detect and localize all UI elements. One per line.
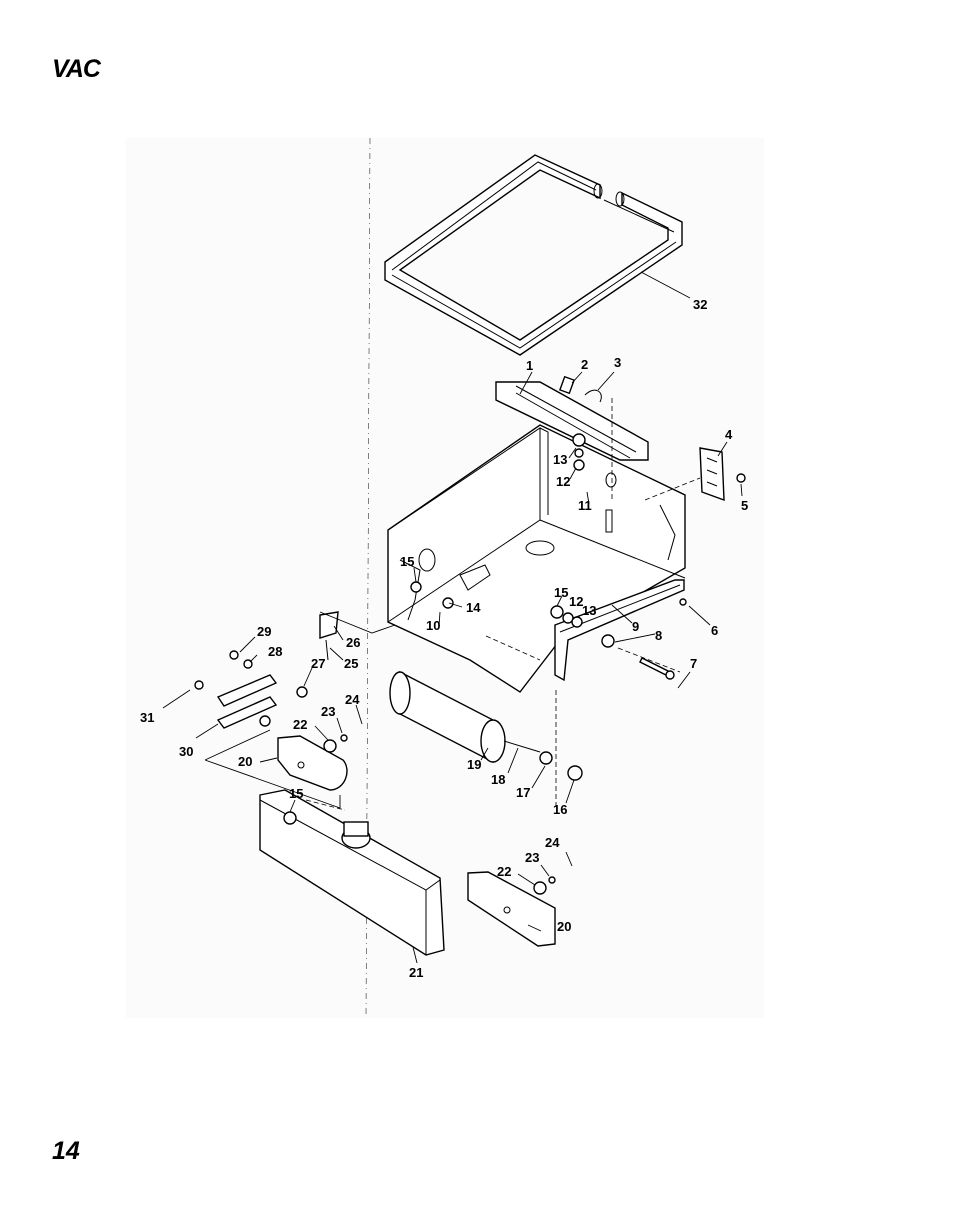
callout-21: 21 (409, 965, 423, 980)
side-bracket-part (699, 447, 746, 502)
callout-15-lower: 15 (289, 786, 303, 801)
callout-4: 4 (725, 427, 733, 442)
callout-22-upper: 22 (293, 717, 307, 732)
callout-10: 10 (426, 618, 440, 633)
callout-5: 5 (741, 498, 748, 513)
callout-23-lower: 23 (525, 850, 539, 865)
callout-7: 7 (690, 656, 697, 671)
callout-26: 26 (346, 635, 360, 650)
callout-1: 1 (526, 358, 533, 373)
page-header-title: VAC (52, 55, 101, 83)
callout-17: 17 (516, 785, 530, 800)
callout-15-mid: 15 (554, 585, 568, 600)
top-rail-part (495, 375, 649, 461)
callout-20-right: 20 (557, 919, 571, 934)
callout-11: 11 (578, 498, 592, 513)
callout-31: 31 (140, 710, 154, 725)
callout-8: 8 (655, 628, 662, 643)
callout-2: 2 (581, 357, 588, 372)
callout-19: 19 (467, 757, 481, 772)
seal-frame-part (384, 154, 683, 356)
front-rail-part (554, 579, 685, 682)
callout-28: 28 (268, 644, 282, 659)
front-housing-part (259, 789, 445, 956)
callout-14: 14 (466, 600, 481, 615)
callout-12-upper: 12 (556, 474, 570, 489)
callout-24-lower: 24 (545, 835, 560, 850)
callout-29: 29 (257, 624, 271, 639)
hardware-cluster (410, 433, 687, 628)
callout-24-upper: 24 (345, 692, 360, 707)
callout-13-mid: 13 (582, 603, 596, 618)
callout-15-left: 15 (400, 554, 414, 569)
callout-9: 9 (632, 619, 639, 634)
callout-13-upper: 13 (553, 452, 567, 467)
callout-3: 3 (614, 355, 621, 370)
leader-lines (162, 271, 743, 964)
small-bracket-part (319, 611, 339, 661)
callout-labels: 32 1 2 3 4 5 13 12 11 15 14 10 15 12 13 … (140, 297, 748, 980)
callout-16: 16 (553, 802, 567, 817)
roller-part (389, 670, 583, 781)
fold-line (365, 137, 371, 1019)
callout-22-lower: 22 (497, 864, 511, 879)
callout-27: 27 (311, 656, 325, 671)
callout-6: 6 (711, 623, 718, 638)
page-number: 14 (52, 1137, 80, 1165)
callout-30: 30 (179, 744, 193, 759)
assembly-lines (204, 398, 701, 811)
callout-25: 25 (344, 656, 358, 671)
callout-23-upper: 23 (321, 704, 335, 719)
callout-20-left: 20 (238, 754, 252, 769)
callout-32: 32 (693, 297, 707, 312)
callout-12-mid: 12 (569, 594, 583, 609)
callout-18: 18 (491, 772, 505, 787)
link-plates-part (194, 650, 308, 729)
end-plate-left-part (277, 734, 348, 791)
